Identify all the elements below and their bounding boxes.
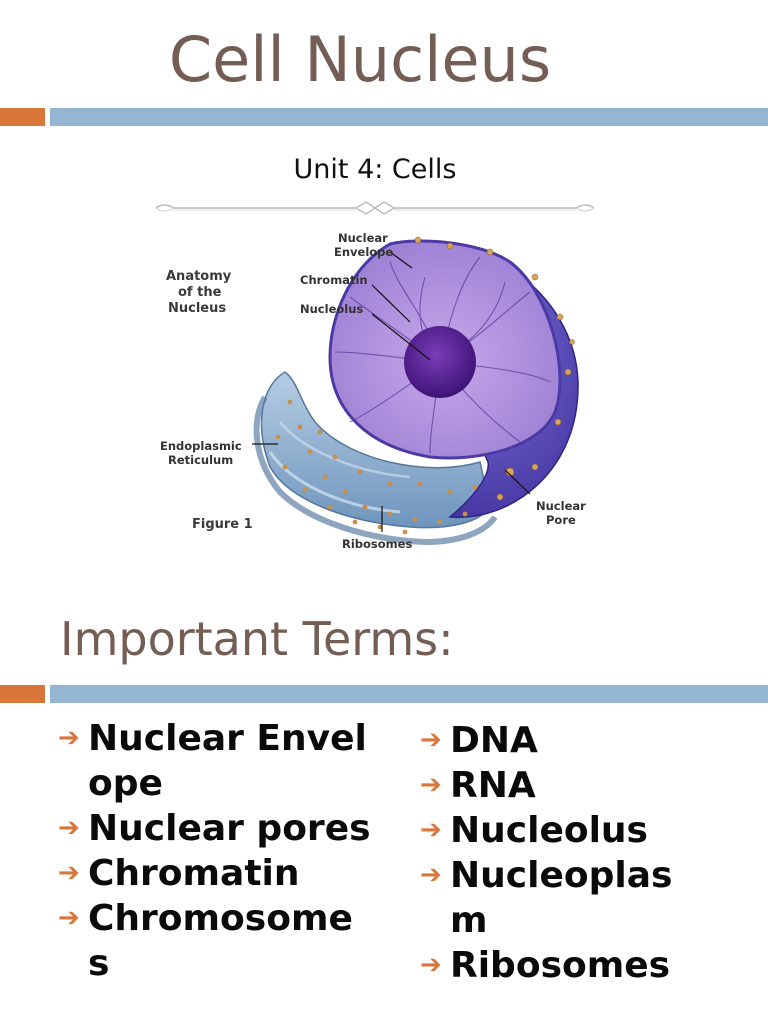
section-accent-band bbox=[0, 685, 768, 703]
accent-block-orange bbox=[0, 685, 45, 703]
arrow-right-icon: ➔ bbox=[58, 903, 80, 933]
label-nuclear-pore-2: Pore bbox=[546, 513, 576, 527]
term-item: ➔ RNA bbox=[420, 763, 700, 808]
nucleus-sphere bbox=[328, 236, 579, 519]
slide-title: Cell Nucleus bbox=[168, 23, 552, 96]
title-accent-band bbox=[0, 108, 768, 126]
term-item: ➔ Ribosomes bbox=[420, 943, 700, 988]
nucleolus-shape bbox=[404, 326, 476, 398]
arrow-right-icon: ➔ bbox=[58, 858, 80, 888]
section-title: Important Terms: bbox=[60, 612, 454, 666]
term-label: Nucleolus bbox=[450, 810, 648, 851]
nucleus-anatomy-figure: Anatomy of the Nucleus Nuclear Envelope … bbox=[160, 231, 586, 551]
term-label: Chromosomes bbox=[88, 898, 353, 984]
label-nuclear-envelope-2: Envelope bbox=[334, 245, 393, 259]
figure-heading-line-3: Nucleus bbox=[168, 301, 226, 316]
terms-list-right: ➔ DNA ➔ RNA ➔ Nucleolus ➔ Nucleoplasm ➔ Ribos… bbox=[420, 718, 700, 988]
term-label: Chromatin bbox=[88, 853, 300, 894]
term-item: ➔ Nuclear Envelope bbox=[58, 716, 374, 806]
arrow-right-icon: ➔ bbox=[420, 950, 442, 980]
term-label: Nuclear Envelope bbox=[88, 718, 367, 804]
arrow-right-icon: ➔ bbox=[58, 813, 80, 843]
term-item: ➔ Chromatin bbox=[58, 851, 374, 896]
label-nuclear-envelope-1: Nuclear bbox=[338, 231, 388, 245]
label-er-1: Endoplasmic bbox=[160, 439, 242, 453]
term-label: RNA bbox=[450, 765, 536, 806]
arrow-right-icon: ➔ bbox=[420, 725, 442, 755]
figure-heading-line-1: Anatomy bbox=[166, 269, 232, 284]
term-item: ➔ Nuclear pores bbox=[58, 806, 374, 851]
figure-caption: Figure 1 bbox=[192, 517, 253, 532]
figure-heading-line-2: of the bbox=[178, 285, 222, 300]
term-item: ➔ Chromosomes bbox=[58, 896, 374, 986]
ribosome-dots bbox=[275, 399, 478, 535]
endoplasmic-reticulum-shape bbox=[253, 371, 498, 546]
term-item: ➔ Nucleolus bbox=[420, 808, 700, 853]
accent-block-orange bbox=[0, 108, 45, 126]
term-label: Nucleoplasm bbox=[450, 855, 673, 941]
label-chromatin: Chromatin bbox=[300, 273, 368, 287]
ornamental-divider bbox=[155, 201, 595, 215]
arrow-right-icon: ➔ bbox=[420, 770, 442, 800]
term-item: ➔ Nucleoplasm bbox=[420, 853, 700, 943]
term-label: Ribosomes bbox=[450, 945, 671, 986]
arrow-right-icon: ➔ bbox=[420, 815, 442, 845]
accent-bar-blue bbox=[50, 685, 768, 703]
slide-subtitle: Unit 4: Cells bbox=[293, 154, 457, 185]
arrow-right-icon: ➔ bbox=[420, 860, 442, 890]
terms-list-left: ➔ Nuclear Envelope ➔ Nuclear pores ➔ Chroma… bbox=[58, 716, 374, 986]
label-er-2: Reticulum bbox=[168, 453, 233, 467]
label-nuclear-pore-1: Nuclear bbox=[536, 499, 586, 513]
accent-bar-blue bbox=[50, 108, 768, 126]
label-ribosomes: Ribosomes bbox=[342, 537, 412, 551]
term-item: ➔ DNA bbox=[420, 718, 700, 763]
term-label: Nuclear pores bbox=[88, 808, 371, 849]
term-label: DNA bbox=[450, 720, 538, 761]
label-nucleolus: Nucleolus bbox=[300, 302, 363, 316]
arrow-right-icon: ➔ bbox=[58, 723, 80, 753]
